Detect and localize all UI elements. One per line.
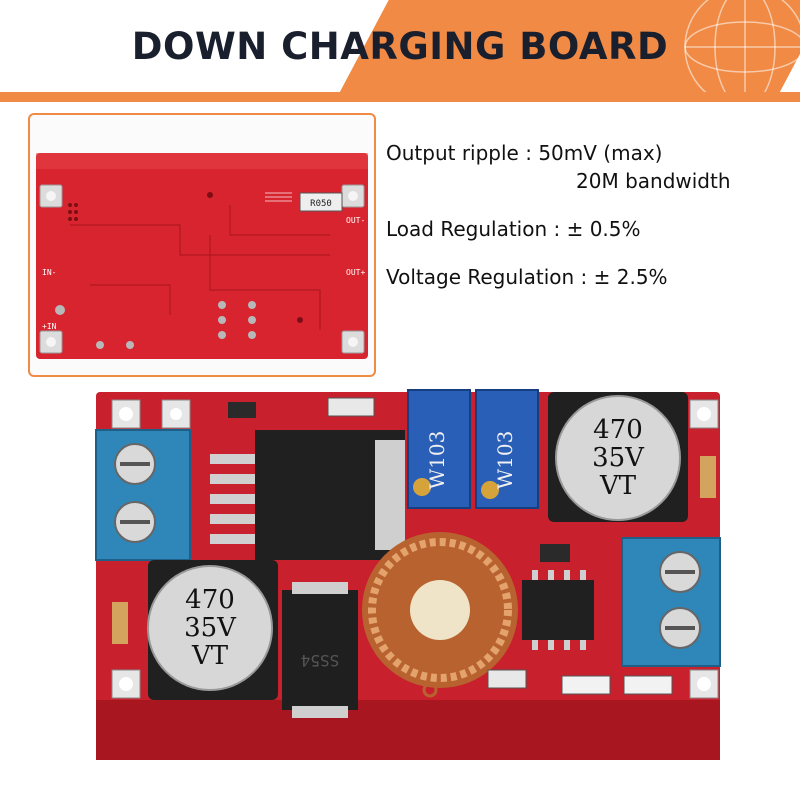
page-title: DOWN CHARGING BOARD [131, 24, 669, 68]
svg-text:470: 470 [593, 415, 643, 445]
board-front-photo: W103 W103 470 35V VT 470 35V VT SS54 [95, 389, 721, 760]
globe-icon [684, 0, 800, 92]
svg-text:35V: 35V [184, 613, 237, 643]
spec-load-regulation: Load Regulation : ± 0.5% [386, 217, 641, 241]
capacitor-bottom: 470 35V VT [147, 560, 278, 700]
terminal-block-right [621, 537, 721, 667]
terminal-block-left [95, 429, 191, 561]
out-plus-label: OUT+ [346, 268, 365, 277]
out-minus-label: OUT- [346, 216, 365, 225]
spec-list: Output ripple : 50mV (max) 20M bandwidth… [386, 140, 786, 312]
smd-components [112, 397, 716, 695]
header-banner: DOWN CHARGING BOARD [0, 0, 800, 92]
spec-bandwidth: 20M bandwidth [576, 169, 731, 193]
spec-output-ripple: Output ripple : 50mV (max) [386, 141, 663, 165]
pot-right-label: W103 [493, 431, 517, 490]
pot-left-label: W103 [425, 431, 449, 490]
diode-label: SS54 [301, 651, 340, 670]
in-plus-label: +IN [42, 322, 57, 331]
resistor-label: R050 [310, 199, 332, 209]
svg-text:VT: VT [191, 641, 229, 671]
svg-text:35V: 35V [592, 443, 645, 473]
board-back-photo: R050 OUT- OUT+ IN- +IN [36, 153, 368, 359]
header-band [0, 92, 800, 102]
potentiometer-left: W103 [407, 389, 471, 509]
regulator-ic [210, 430, 405, 560]
in-minus-label: IN- [42, 268, 56, 277]
svg-text:VT: VT [599, 471, 637, 501]
schottky-diode: SS54 [282, 582, 358, 718]
toroid-inductor [362, 532, 518, 698]
svg-text:470: 470 [185, 585, 235, 615]
spec-voltage-regulation: Voltage Regulation : ± 2.5% [386, 265, 668, 289]
potentiometer-right: W103 [475, 389, 539, 509]
control-ic [522, 580, 594, 640]
inset-photo-frame: R050 OUT- OUT+ IN- +IN [28, 113, 376, 377]
capacitor-top: 470 35V VT [548, 392, 688, 522]
